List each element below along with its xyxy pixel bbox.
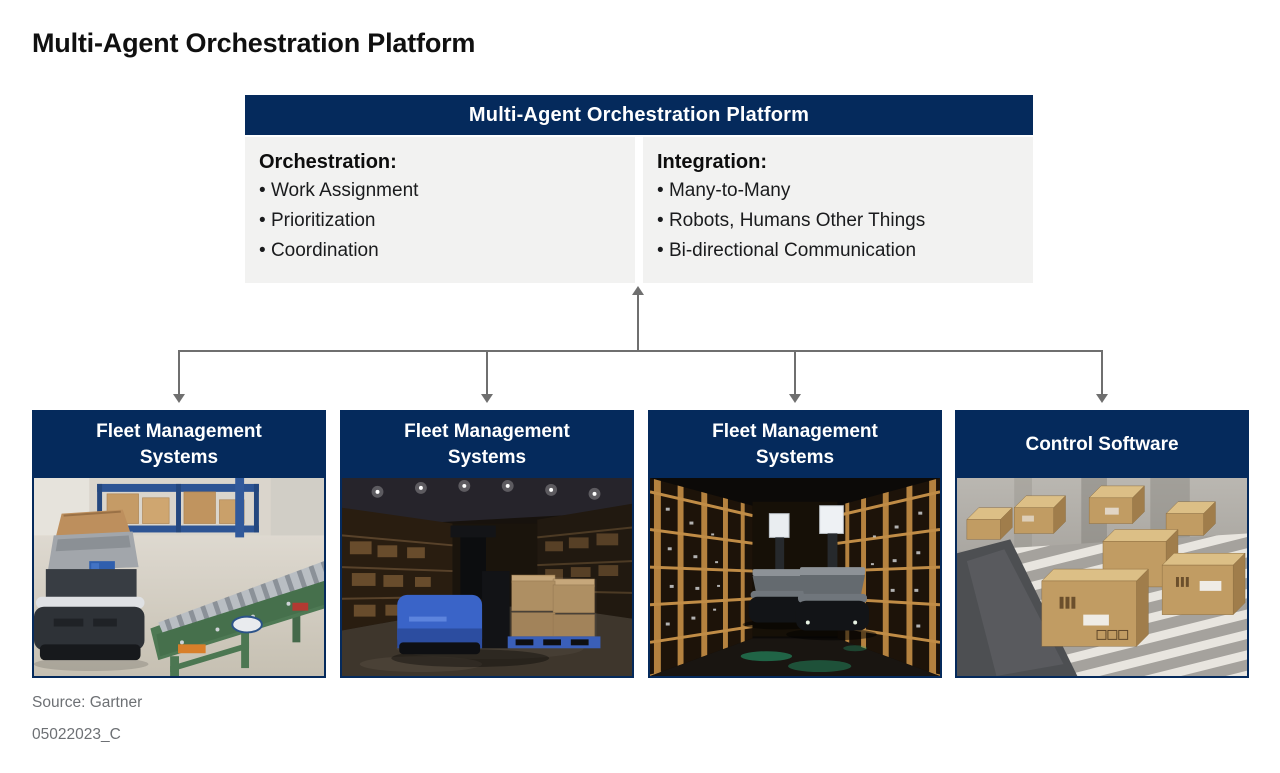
page-title: Multi-Agent Orchestration Platform bbox=[32, 28, 476, 58]
orchestration-bullet-list: Work Assignment Prioritization Coordinat… bbox=[259, 176, 625, 266]
photo-automated-pallet-truck-warehouse bbox=[342, 478, 632, 676]
document-id: 05022023_C bbox=[32, 726, 121, 743]
bullet-item: Many-to-Many bbox=[657, 176, 1023, 206]
orchestration-heading: Orchestration: bbox=[259, 151, 397, 173]
photo-amr-robot-and-roller-conveyor bbox=[34, 478, 324, 676]
node-card-control-software: Control Software bbox=[955, 410, 1249, 678]
connector-trunk-line bbox=[179, 350, 1103, 352]
node-card-fleet-3: Fleet Management Systems bbox=[648, 410, 942, 678]
node-card-title: Fleet Management Systems bbox=[404, 421, 570, 468]
node-card-fleet-1: Fleet Management Systems bbox=[32, 410, 326, 678]
arrow-down-icon bbox=[173, 394, 185, 403]
bullet-item: Bi-directional Communication bbox=[657, 236, 1023, 266]
node-card-title: Control Software bbox=[1025, 434, 1179, 456]
platform-card: Multi-Agent Orchestration Platform Orche… bbox=[245, 95, 1033, 283]
platform-card-body: Orchestration: Work Assignment Prioritiz… bbox=[245, 137, 1033, 283]
arrow-down-icon bbox=[1096, 394, 1108, 403]
node-card-title: Fleet Management Systems bbox=[712, 421, 878, 468]
connector-center-stem bbox=[637, 295, 639, 350]
photo-parcel-boxes-on-conveyor bbox=[957, 478, 1247, 676]
connector-stem-1 bbox=[178, 350, 180, 394]
node-card-title: Fleet Management Systems bbox=[96, 421, 262, 468]
source-attribution: Source: Gartner bbox=[32, 694, 143, 711]
integration-panel: Integration: Many-to-Many Robots, Humans… bbox=[643, 137, 1033, 283]
bullet-item: Robots, Humans Other Things bbox=[657, 206, 1023, 236]
bullet-item: Work Assignment bbox=[259, 176, 625, 206]
arrow-down-icon bbox=[481, 394, 493, 403]
connector-stem-2 bbox=[486, 350, 488, 394]
platform-card-title: Multi-Agent Orchestration Platform bbox=[245, 95, 1033, 135]
connector-stem-4 bbox=[1101, 350, 1103, 394]
node-card-fleet-2: Fleet Management Systems bbox=[340, 410, 634, 678]
orchestration-panel: Orchestration: Work Assignment Prioritiz… bbox=[245, 137, 635, 283]
bullet-item: Prioritization bbox=[259, 206, 625, 236]
integration-heading: Integration: bbox=[657, 151, 767, 173]
arrow-down-icon bbox=[789, 394, 801, 403]
connector-stem-3 bbox=[794, 350, 796, 394]
arrow-up-icon bbox=[632, 286, 644, 295]
photo-shelf-picking-robots-aisle bbox=[650, 478, 940, 676]
integration-bullet-list: Many-to-Many Robots, Humans Other Things… bbox=[657, 176, 1023, 266]
bullet-item: Coordination bbox=[259, 236, 625, 266]
